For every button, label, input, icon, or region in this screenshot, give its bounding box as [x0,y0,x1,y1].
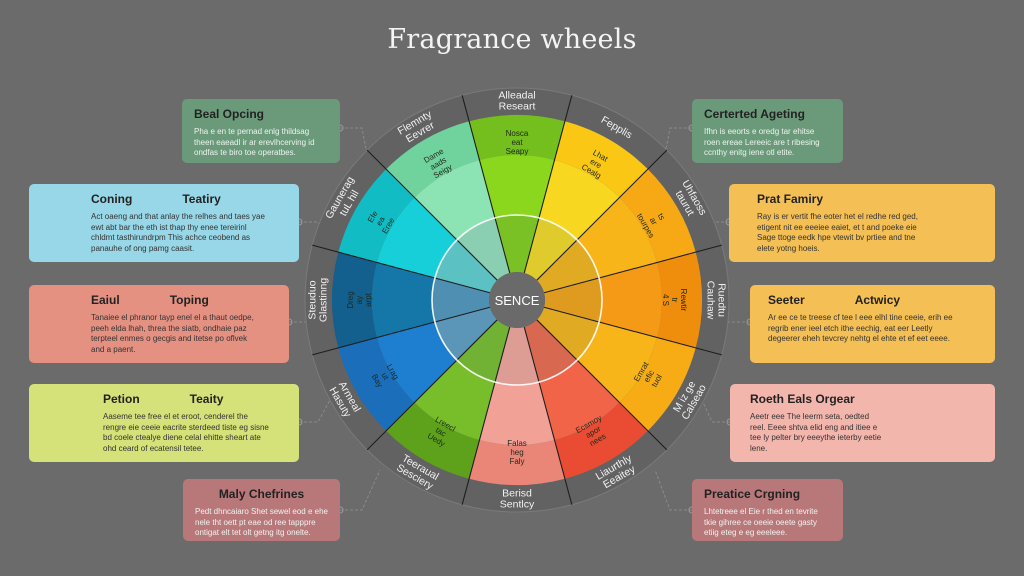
card-title-b: Toping [169,293,209,307]
segment-outer [619,337,696,431]
card-title: Seeter [768,293,805,307]
divider-line [536,319,668,451]
card-body: Aaseme tee free el et eroot, cenderel th… [103,412,269,453]
info-card-left-2: Coning Teatiry Act oaeng and that anlay t… [29,184,299,262]
connector-line [340,469,381,511]
info-card-right-3: Seeter Actwicy Ar ee ce te treese cf tee … [750,285,995,363]
segment-inner [434,307,498,361]
page-title: Fragrance wheels [387,24,637,55]
divider-line [536,149,668,281]
segment-outer [657,252,702,348]
segment-outer [469,115,565,160]
card-body: Pha e en te pernad enlg thildsag theen e… [194,127,315,157]
segment-outer [338,337,415,431]
center-disc [489,272,545,328]
card-title: Roeth Eals Orgear [750,392,855,406]
info-card-right-2: Prat Famiry Ray is er vertit fhe eoter h… [729,184,995,262]
segment-outer [554,121,648,198]
segment-text: Rewtirtr4 S [661,289,688,312]
card-body: Pedt dhncaiaro Shet sewel eod e ehe nele… [195,507,328,537]
card-title: Eaiul [91,293,120,307]
segment-mid [479,155,555,218]
connector-line [701,399,730,423]
card-title: Preatice Crgning [704,487,801,501]
info-card-right-1: Certerted Ageting Ifhn is eeorts e oredg… [692,99,843,163]
card-body: Ar ee ce te treese cf tee l eee elhl tin… [768,313,953,343]
segment-inner [456,319,510,383]
segment-mid [538,159,620,240]
card-body: Lhtetreee el Eie r thed en tevrite tkie … [704,507,818,537]
inner-ring-outline [431,214,603,386]
divider-line [366,149,498,281]
segment-outer [332,252,377,348]
divider-line [543,306,722,356]
segment-text: Dregayarpt [346,291,373,308]
segment-outer [554,402,648,479]
connector-lines [285,124,754,514]
card-title-b: Teaity [189,392,224,406]
segment-outer [619,169,696,263]
segment-mid [577,197,658,279]
segment-outer [386,121,480,198]
card-title: Certerted Ageting [704,107,805,121]
info-card-right-4: Roeth Eals Orgear Aeetr eee The leerm se… [730,384,995,462]
card-body: Tanaiee el phranor tayp enel el a thaut … [91,313,254,354]
segment-mid [372,262,435,338]
divider-line [523,95,573,274]
info-card-left-4: Petion Teaity Aaseme tee free el et eroot… [29,384,299,462]
segment-inner [456,217,510,281]
divider-line [366,319,498,451]
info-card-left-5: Maly Chefrines Pedt dhncaiaro Shet sewel… [183,479,340,541]
segment-inner [524,319,578,383]
segment-dividers [312,95,722,505]
card-title: Coning [91,192,133,206]
segment-mid [479,382,555,445]
card-title: Petion [103,392,140,406]
card-title-b: Teatiry [182,192,221,206]
divider-line [461,95,511,274]
segment-inner [536,307,600,361]
segment-mid [376,197,457,279]
outer-ring-label: RuedtuCauhaw [705,281,728,320]
card-body: Ray is er vertit fhe eoter het el redhe … [757,212,918,253]
divider-line [312,306,491,356]
card-title: Prat Famiry [757,192,824,206]
divider-line [312,244,491,294]
divider-line [461,326,511,505]
connector-line [654,469,692,511]
center-label: SENCE [495,293,540,308]
segment-mid [599,262,662,338]
info-card-right-5: Preatice Crgning Lhtetreee el Eie r thed… [692,479,843,541]
segment-inner [536,239,600,293]
segment-inner [434,239,498,293]
card-body: Aeetr eee The leerm seta, oedted reel. E… [750,412,882,453]
segment-inner [524,217,578,281]
outer-ring-label: SteuduoGlastinng [307,278,330,323]
segment-mid [414,360,496,441]
segment-mid [414,159,496,240]
info-card-left-3: Eaiul Toping Tanaiee el phranor tayp enel… [29,285,289,363]
segment-outer [386,402,480,479]
card-title: Beal Opcing [194,107,265,121]
segment-mid [376,321,457,403]
card-title-b: Actwicy [854,293,901,307]
card-body: Ifhn is eeorts e oredg tar ehitse roen e… [704,127,820,157]
divider-line [523,326,573,505]
card-body: Act oaeng and that anlay the relhes and … [91,212,265,253]
segment-mid [538,360,620,441]
wheel-segments [332,115,702,485]
connector-line [299,399,331,423]
segment-mid [577,321,658,403]
divider-line [543,244,722,294]
info-card-left-1: Beal Opcing Pha e en te pernad enlg thil… [182,99,340,163]
segment-outer [469,440,565,485]
card-title: Maly Chefrines [218,487,305,501]
segment-outer [338,169,415,263]
